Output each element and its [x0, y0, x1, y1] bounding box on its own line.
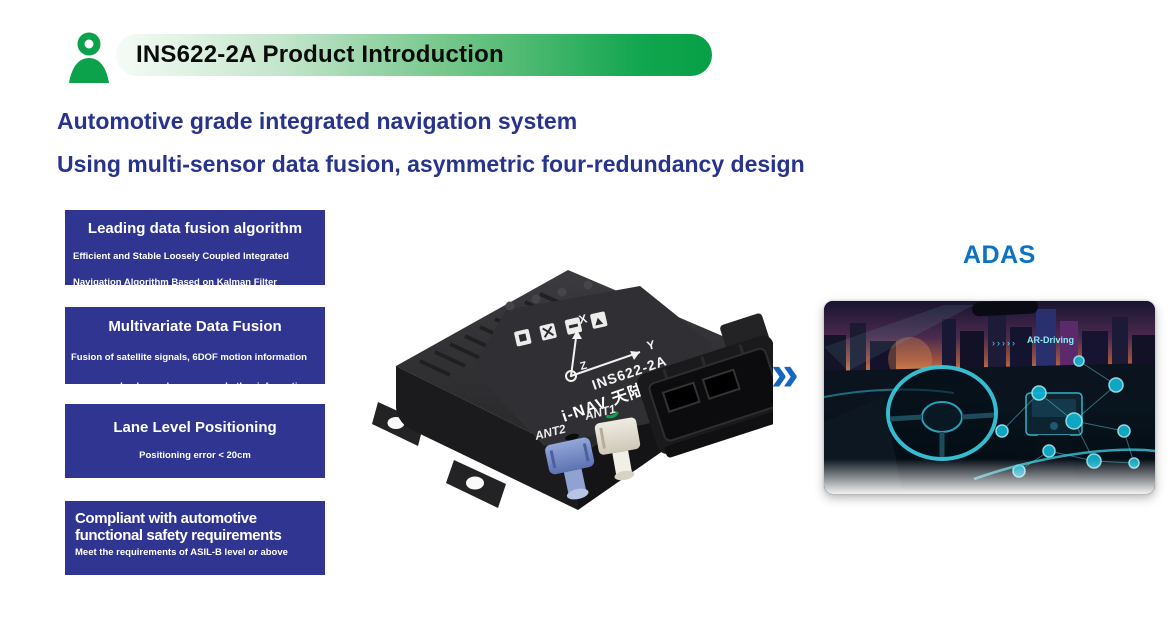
adas-car-photo: ››››› AR-Driving — [824, 301, 1155, 494]
ar-driving-label: AR-Driving — [1027, 335, 1074, 345]
axis-z-label: Z — [579, 360, 589, 373]
feature-desc-line: Positioning error < 20cm — [139, 450, 251, 461]
product-photo-ins622: X Y Z INS622-2A i-NAV 天陆通 ANT2 ANT1 — [372, 270, 773, 510]
feature-title: Multivariate Data Fusion — [108, 318, 282, 335]
fakra-connector-blue — [545, 437, 595, 500]
page-title: INS622-2A Product Introduction — [136, 41, 504, 68]
feature-desc-line: Efficient and Stable Loosely Coupled Int… — [73, 251, 289, 262]
feature-box-lane-positioning: Lane Level Positioning Positioning error… — [65, 404, 325, 478]
title-banner: INS622-2A Product Introduction — [116, 34, 712, 76]
feature-title: Leading data fusion algorithm — [87, 220, 303, 237]
feature-desc-line: Navigation Algorithm Based on Kalman Fil… — [73, 277, 277, 288]
person-icon — [69, 32, 109, 83]
main-connector — [637, 313, 773, 458]
ar-chevrons: ››››› — [992, 338, 1017, 348]
feature-box-multivariate-fusion: Multivariate Data Fusion Fusion of satel… — [65, 307, 325, 392]
feature-desc-line: sensors, wheel speed sensors and other i… — [71, 381, 310, 392]
photo-fade — [824, 459, 1155, 494]
feature-desc-line: Meet the requirements of ASIL-B level or… — [75, 547, 288, 558]
brand-green-swoosh — [605, 411, 619, 419]
car-cockpit-illustration: ››››› AR-Driving — [824, 301, 1155, 494]
headline-2: Using multi-sensor data fusion, asymmetr… — [57, 151, 805, 177]
mounting-flange — [372, 402, 506, 508]
headline-1: Automotive grade integrated navigation s… — [57, 108, 578, 134]
device-front-face — [396, 366, 578, 510]
fakra-connector-white — [594, 417, 641, 481]
feature-box-data-fusion-algorithm: Leading data fusion algorithm Efficient … — [65, 210, 325, 288]
case-slot — [565, 433, 579, 441]
feature-title: Compliant with automotive functional saf… — [75, 510, 282, 544]
feature-desc-line: Fusion of satellite signals, 6DOF motion… — [71, 352, 307, 363]
flow-arrow-chevrons: » — [771, 345, 799, 401]
steering-wheel — [886, 365, 998, 461]
axis-diagram — [565, 329, 641, 382]
feature-box-functional-safety: Compliant with automotive functional saf… — [65, 501, 325, 575]
windshield-streak — [824, 305, 974, 371]
adas-label: ADAS — [963, 241, 1036, 269]
certification-icons — [505, 280, 608, 347]
feature-title: Lane Level Positioning — [113, 419, 277, 436]
axis-y-label: Y — [645, 337, 656, 353]
axis-x-label: X — [577, 311, 588, 327]
